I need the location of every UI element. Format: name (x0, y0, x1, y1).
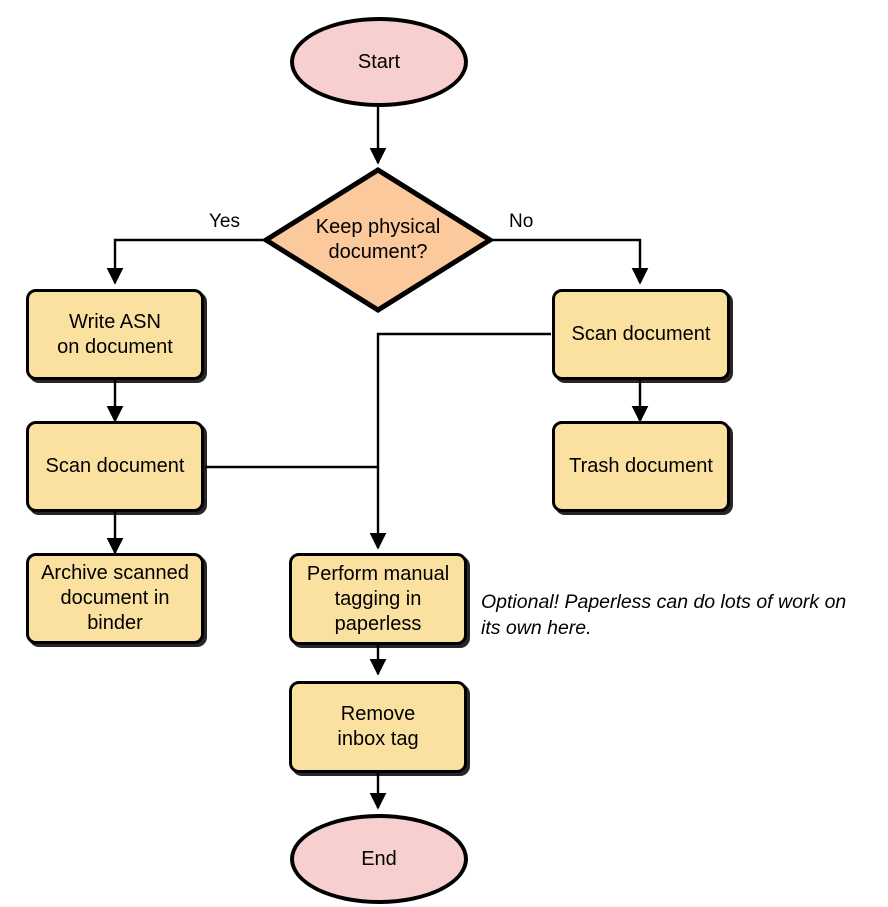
node-start-label: Start (357, 50, 401, 73)
node-remove-inbox-tag[interactable]: Remove inbox tag (289, 681, 467, 773)
node-start[interactable]: Start (290, 17, 468, 107)
node-end-label: End (361, 847, 397, 870)
node-end[interactable]: End (290, 814, 468, 904)
node-write-asn-label: Write ASN on document (57, 310, 173, 358)
node-write-asn-on-document[interactable]: Write ASN on document (26, 289, 204, 380)
node-trash-document[interactable]: Trash document (552, 421, 730, 512)
node-trash-document-label: Trash document (569, 455, 713, 477)
node-archive-label: Archive scanned document in binder (41, 562, 189, 634)
node-scan-document-left[interactable]: Scan document (26, 421, 204, 512)
edge-scan-right-to-manual-tagging (369, 332, 551, 550)
edge-yes-to-write-asn (106, 238, 265, 285)
node-decision-label: Keep physical document? (315, 216, 441, 263)
annotation-optional-paperless: Optional! Paperless can do lots of work … (481, 591, 847, 639)
node-scan-document-right[interactable]: Scan document (552, 289, 730, 380)
edge-no-to-scan-right (491, 238, 649, 285)
node-archive-scanned-document[interactable]: Archive scanned document in binder (26, 553, 204, 644)
edge-label-no: No (509, 211, 534, 232)
node-scan-document-left-label: Scan document (45, 455, 185, 477)
node-scan-document-right-label: Scan document (571, 323, 711, 345)
node-perform-manual-tagging[interactable]: Perform manual tagging in paperless (289, 553, 467, 645)
node-decision-keep-physical-document[interactable]: Keep physical document? (266, 170, 490, 310)
node-remove-inbox-tag-label: Remove inbox tag (337, 703, 419, 750)
edge-label-yes: Yes (209, 211, 240, 232)
node-manual-tagging-label: Perform manual tagging in paperless (306, 562, 450, 635)
